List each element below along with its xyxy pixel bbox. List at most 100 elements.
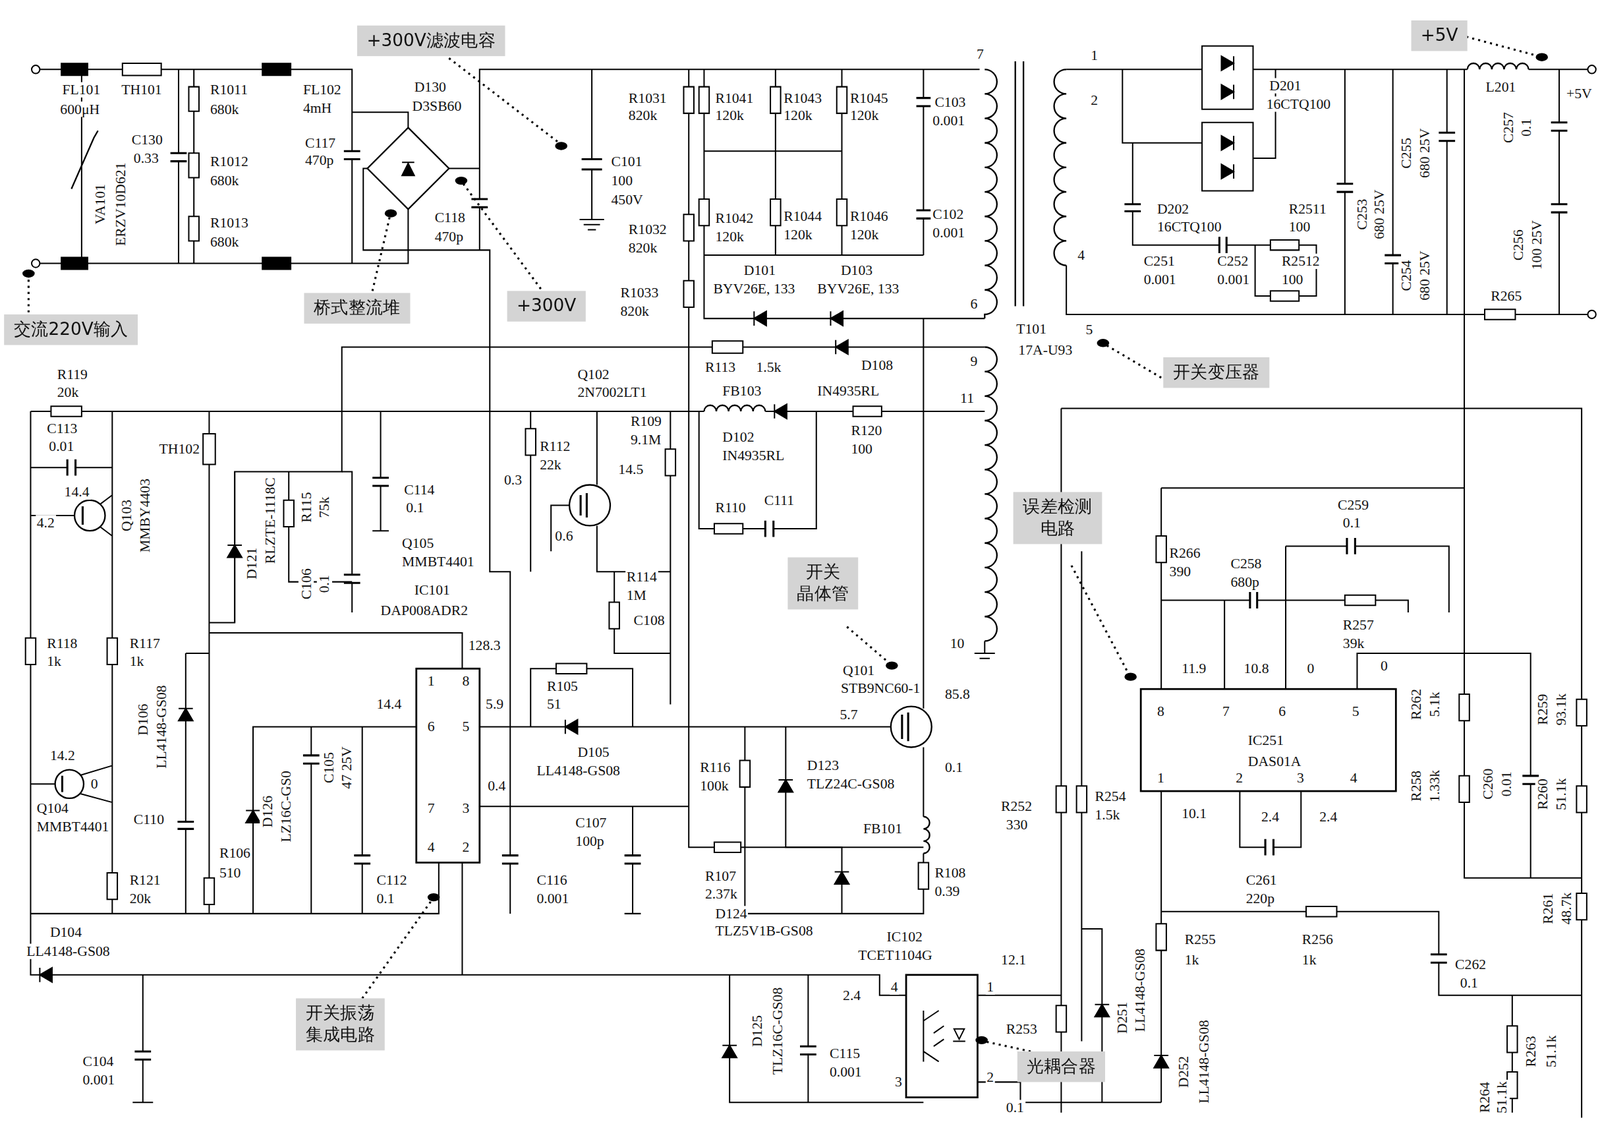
component-label: 680k bbox=[208, 233, 240, 250]
component-label: 5 bbox=[1084, 322, 1094, 338]
component-label: R1033 bbox=[619, 285, 660, 301]
component-label: C261 bbox=[1244, 871, 1278, 887]
component-label: C260 bbox=[1480, 767, 1496, 800]
component-label: 12.1 bbox=[1000, 951, 1028, 967]
component-label: D105 bbox=[576, 744, 611, 760]
rectifier-diodes bbox=[1201, 46, 1253, 192]
component-label: C115 bbox=[828, 1045, 861, 1061]
primary-wires bbox=[30, 69, 995, 847]
component-label: R258 bbox=[1408, 769, 1425, 802]
component-label: R116 bbox=[699, 759, 732, 775]
component-label: 1k bbox=[1300, 951, 1318, 967]
component-label: DAS01A bbox=[1246, 753, 1303, 770]
ferrite-beads bbox=[703, 63, 1529, 854]
component-label: D125 bbox=[749, 1013, 765, 1048]
component-label: R1031 bbox=[627, 90, 668, 106]
secondary-wires bbox=[1066, 69, 1588, 315]
component-label: C108 bbox=[632, 612, 666, 629]
component-label: D202 bbox=[1155, 201, 1190, 217]
callout-box: 开关振荡 集成电路 bbox=[295, 997, 385, 1050]
component-label: D201 bbox=[1268, 77, 1303, 93]
terminals bbox=[31, 65, 1597, 319]
component-label: 0.001 bbox=[535, 890, 571, 906]
component-label: R1042 bbox=[714, 210, 755, 227]
component-label: 2 bbox=[985, 1068, 996, 1085]
callout-text: +300V滤波电容 bbox=[366, 29, 496, 52]
terminal bbox=[31, 65, 40, 74]
component-label: 7 bbox=[1221, 703, 1231, 719]
component-label: 0.01 bbox=[1498, 770, 1514, 798]
component-label: 2 bbox=[461, 839, 471, 855]
callout-text: 交流220V输入 bbox=[13, 318, 129, 341]
component-label: R109 bbox=[629, 413, 663, 429]
component-label: 220p bbox=[1244, 890, 1276, 906]
component-label: 2.4 bbox=[1259, 808, 1280, 824]
component-label: 0.01 bbox=[48, 438, 76, 454]
component-label: 0.1 bbox=[375, 890, 396, 906]
component-label: R1044 bbox=[782, 208, 824, 225]
component-label: C113 bbox=[46, 421, 79, 437]
component-label: 9.1M bbox=[629, 432, 662, 448]
component-label: 470p bbox=[303, 152, 335, 168]
component-label: Q105 bbox=[401, 535, 435, 551]
pointing-hands bbox=[22, 53, 1548, 1045]
diode-symbols bbox=[39, 162, 1169, 1067]
component-label: 5.7 bbox=[838, 706, 859, 722]
component-label: 100p bbox=[574, 832, 605, 849]
hand-mark bbox=[22, 269, 35, 278]
component-label: 0.39 bbox=[933, 883, 961, 899]
component-label: R107 bbox=[703, 867, 737, 884]
component-label: 20k bbox=[128, 890, 153, 906]
component-label: C117 bbox=[303, 135, 337, 151]
component-label: LL4148-GS08 bbox=[535, 762, 622, 778]
component-label: 2 bbox=[1089, 92, 1100, 108]
component-label: 600μH bbox=[59, 101, 101, 117]
component-label: C102 bbox=[931, 206, 965, 223]
component-label: 2 bbox=[1234, 769, 1245, 785]
hand-mark bbox=[427, 892, 441, 901]
component-label: 1.5k bbox=[1093, 806, 1121, 822]
component-label: 0.001 bbox=[931, 112, 967, 128]
transistor-bars bbox=[61, 492, 909, 793]
component-label: R106 bbox=[218, 845, 252, 861]
component-label: 680 25V bbox=[1416, 127, 1432, 179]
ic101-body bbox=[416, 668, 480, 862]
component-label: 17A-U93 bbox=[1017, 342, 1074, 358]
component-label: C106 bbox=[298, 567, 314, 601]
component-label: D124 bbox=[714, 905, 748, 921]
component-label: BYV26E, 133 bbox=[816, 281, 901, 297]
transformer-core bbox=[1015, 61, 1024, 307]
component-label: DAP008ADR2 bbox=[379, 602, 470, 618]
component-label: 0.001 bbox=[1142, 272, 1177, 288]
component-label: 51.1k bbox=[1543, 1033, 1559, 1069]
feedback-wires bbox=[1060, 69, 1582, 1117]
transistor-q101 bbox=[890, 706, 932, 748]
callout-box: +300V滤波电容 bbox=[357, 25, 506, 57]
component-label: 120k bbox=[714, 229, 745, 245]
component-label: C103 bbox=[933, 94, 967, 110]
component-label: Q101 bbox=[841, 662, 876, 679]
wires bbox=[30, 69, 1588, 1117]
callout-box: 开关 晶体管 bbox=[787, 556, 858, 609]
component-label: 0.1 bbox=[1004, 1099, 1025, 1115]
component-label: C251 bbox=[1142, 253, 1176, 269]
component-label: 7 bbox=[975, 46, 985, 62]
callout-text: 误差检测 电路 bbox=[1022, 496, 1092, 540]
component-label: Q103 bbox=[118, 498, 134, 532]
component-label: 0.1 bbox=[1518, 117, 1535, 138]
left-wires bbox=[30, 411, 907, 996]
component-label: 6 bbox=[1277, 703, 1287, 719]
component-label: D126 bbox=[259, 794, 275, 828]
component-label: R1012 bbox=[208, 153, 250, 169]
component-label: 51 bbox=[545, 696, 563, 712]
component-label: 2.4 bbox=[841, 987, 862, 1003]
component-label: 14.5 bbox=[617, 461, 645, 478]
component-label: TH102 bbox=[158, 441, 201, 457]
component-label: 22k bbox=[539, 456, 563, 472]
component-label: 3 bbox=[1296, 769, 1306, 785]
component-label: R260 bbox=[1535, 777, 1551, 811]
component-label: C114 bbox=[403, 482, 436, 498]
hand-mark bbox=[1535, 53, 1548, 62]
component-label: R2511 bbox=[1287, 201, 1328, 217]
callout-box: 光耦合器 bbox=[1017, 1051, 1106, 1082]
